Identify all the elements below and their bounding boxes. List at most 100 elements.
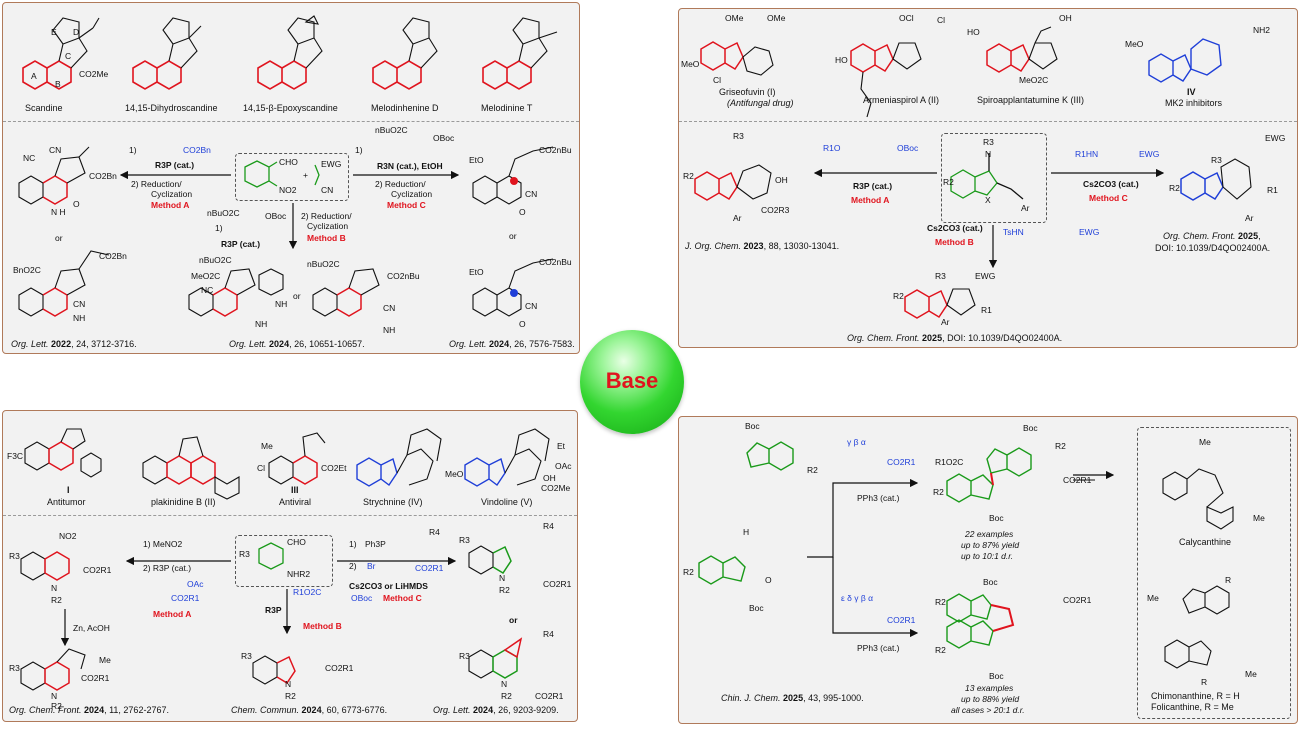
tr-prod-b-r2: R2 — [893, 291, 904, 301]
method-a-step1: 1) — [129, 145, 137, 155]
np-i-note: Antitumor — [47, 497, 86, 507]
bl-prod-c2-co2r1: CO2R1 — [535, 691, 564, 701]
reference-2: Org. Chem. Front. 2025, — [1163, 231, 1261, 241]
reference-1: J. Org. Chem. 2023, 88, 13030-13041. — [685, 241, 840, 251]
br-prod-top-boc1: Boc — [1023, 423, 1038, 433]
bl-method-c-s2: 2) — [349, 561, 357, 571]
t-me-4: Me — [1245, 669, 1257, 679]
stats-bot-3: all cases > 20:1 d.r. — [951, 705, 1025, 715]
br-start-boc1: Boc — [745, 421, 760, 431]
bl-prod-b-r2: R2 — [285, 691, 296, 701]
method-a-reagent: CO2Bn — [183, 145, 211, 155]
tr-prod-c-r3: R3 — [1211, 155, 1222, 165]
bl-prod-c2-r4: R4 — [543, 629, 554, 639]
np1-ome-2: OMe — [767, 13, 786, 23]
panel-bottom-right: Boc R2 H R2 O Boc γ β α CO2R1 PPh3 (cat.… — [678, 416, 1298, 724]
method-c-step2b: Cyclization — [391, 189, 433, 199]
tr-prod-b-ewg: EWG — [975, 271, 996, 281]
np5-co2me: CO2Me — [541, 483, 571, 493]
bl-start-nhr2: NHR2 — [287, 569, 311, 579]
bl-prod-a2-r3: R3 — [9, 663, 20, 673]
bl-method-b-cat: R3P — [265, 605, 282, 615]
br-prod-top-r2b: R2 — [933, 487, 944, 497]
prod-c2-d: CN — [525, 301, 538, 311]
method-a-step2: 2) Reduction/ — [131, 179, 182, 189]
prod-b2-f: NH — [383, 325, 396, 335]
natural-products-row — [700, 26, 1222, 118]
tr-method-a-reagent: R1O — [823, 143, 841, 153]
tr-prod-b-r1: R1 — [981, 305, 992, 315]
br-prod-top-r2a: R2 — [1055, 441, 1066, 451]
bl-start-r3: R3 — [239, 549, 250, 559]
prod-a1-co2bn: CO2Bn — [89, 171, 117, 181]
bl-prod-b-n: N — [285, 679, 292, 689]
np-melodinine: Melodinine T — [481, 103, 533, 113]
t-r-2: R — [1201, 677, 1208, 687]
starting-materials-box — [235, 535, 333, 587]
ring-label-B: B — [55, 79, 61, 89]
bl-prod-a1-r3: R3 — [9, 551, 20, 561]
stats-top-2: up to 87% yield — [961, 540, 1020, 550]
prod-b2-a: nBuO2C — [307, 259, 340, 269]
bl-prod-c2-r2: R2 — [501, 691, 512, 701]
ring-label-A: A — [31, 71, 37, 81]
br-bot-cat: PPh3 (cat.) — [857, 643, 900, 653]
br-prod-bot-boc2: Boc — [989, 671, 1004, 681]
prod-a1-nh: N H — [51, 207, 66, 217]
method-b-cat: R3P (cat.) — [221, 239, 261, 249]
or-1: or — [55, 233, 63, 243]
prod-a2-cn: CN — [73, 299, 86, 309]
np-epoxyscandine: 14,15-β-Epoxyscandine — [243, 103, 338, 113]
t-me-2: Me — [1253, 513, 1265, 523]
np1-f3c: F3C — [7, 451, 24, 461]
bl-prod-c1-co2r1: CO2R1 — [543, 579, 572, 589]
prod-b2-e: CN — [383, 303, 396, 313]
products-tl — [18, 146, 554, 317]
np4-meo: MeO — [1125, 39, 1144, 49]
panel-top-right: OMe OMe MeO Cl OCl Cl HO HO OH MeO2C MeO… — [678, 8, 1298, 348]
start-cn: CN — [321, 185, 334, 195]
br-top-cat: PPh3 (cat.) — [857, 493, 900, 503]
br-start — [698, 441, 1234, 669]
method-c-step1: 1) — [355, 145, 363, 155]
stats-bot-2: up to 88% yield — [961, 694, 1020, 704]
bl-zn: Zn, AcOH — [73, 623, 110, 633]
natural-products-row — [24, 428, 550, 500]
center-x: X — [985, 195, 991, 205]
br-start-boc2: Boc — [749, 603, 764, 613]
tr-method-a-name: Method A — [851, 195, 890, 205]
tr-method-b-reagent2: EWG — [1079, 227, 1100, 237]
tr-prod-a-oh: OH — [775, 175, 788, 185]
bl-method-c-s1: 1) — [349, 539, 357, 549]
tr-prod-a-r2: R2 — [683, 171, 694, 181]
method-b-reagent2: OBoc — [265, 211, 287, 221]
stats-bot-1: 13 examples — [965, 683, 1014, 693]
tr-prod-c-r1: R1 — [1267, 185, 1278, 195]
np5-oac: OAc — [555, 461, 572, 471]
method-b-step2: 2) Reduction/ — [301, 211, 352, 221]
br-top-greek: γ β α — [847, 437, 866, 447]
bl-prod-a1-co2r1: CO2R1 — [83, 565, 112, 575]
np-griseofuvin-note: (Antifungal drug) — [727, 98, 794, 108]
bl-prod-b-r3: R3 — [241, 651, 252, 661]
reference-3: Org. Lett. 2024, 26, 7576-7583. — [449, 339, 575, 349]
bl-method-a-s1: 1) MeNO2 — [143, 539, 183, 549]
prod-a1-nc: NC — [23, 153, 36, 163]
tr-prod-c-ewg: EWG — [1265, 133, 1286, 143]
prod-a2-nh: NH — [73, 313, 86, 323]
bl-method-a-s2: 2) R3P (cat.) — [143, 563, 192, 573]
bl-method-b-reagent: R1O2C — [293, 587, 322, 597]
bl-prod-a1-n: N — [51, 583, 58, 593]
center-r2: R2 — [943, 177, 954, 187]
prod-b1-d: NH — [275, 299, 288, 309]
tr-method-b-name: Method B — [935, 237, 974, 247]
prod-c1-e: O — [519, 207, 526, 217]
br-prod-bot-boc1: Boc — [983, 577, 998, 587]
bl-prod-c2-r3: R3 — [459, 651, 470, 661]
br-prod-bot-co2r1: CO2R1 — [1063, 595, 1092, 605]
np-strychnine: Strychnine (IV) — [363, 497, 423, 507]
method-a-name: Method A — [151, 200, 190, 210]
bl-method-c-r4: R4 — [429, 527, 440, 537]
prod-c2-e: O — [519, 319, 526, 329]
co2me-label: CO2Me — [79, 69, 109, 79]
